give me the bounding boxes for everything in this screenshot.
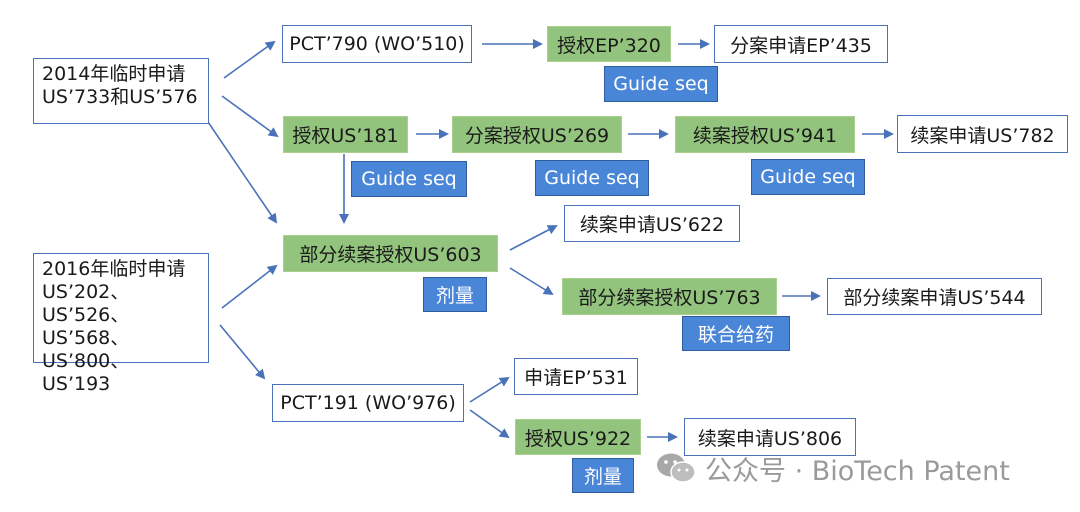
arrow-prov2014-us181 (221, 95, 279, 138)
combo-tag: 联合给药 (682, 316, 790, 351)
arrow-us603-us622 (509, 225, 558, 251)
arrow-prov2016-pct191 (219, 324, 266, 380)
guide-seq-tag-1: Guide seq (604, 66, 718, 102)
provisional-2014-box: 2014年临时申请 US’733和US’576 (33, 58, 209, 124)
arrow-prov2014-pct790 (223, 40, 276, 79)
arrow-pct191-ep531 (469, 376, 510, 403)
us922-box: 授权US’922 (515, 419, 641, 455)
watermark: 公众号 · BioTech Patent (655, 448, 1055, 488)
provisional-2016-line4: US’193 (42, 373, 111, 395)
us782-box: 续案申请US’782 (897, 115, 1068, 153)
dosage-tag-2: 剂量 (572, 458, 634, 493)
arrow-prov2014-us603 (207, 121, 278, 224)
guide-seq-tag-3: Guide seq (535, 160, 649, 196)
us763-box: 部分续案授权US’763 (562, 278, 777, 315)
provisional-2016-line3: US’568、US’800、 (42, 327, 130, 372)
pct191-box: PCT’191 (WO’976) (272, 384, 464, 422)
ep531-box: 申请EP’531 (514, 358, 638, 395)
provisional-2016-line1: 2016年临时申请 (42, 258, 186, 280)
ep435-box: 分案申请EP’435 (714, 25, 888, 63)
wechat-icon (657, 453, 696, 483)
arrow-prov2016-us603 (221, 264, 278, 309)
us603-box: 部分续案授权US’603 (283, 235, 498, 272)
us544-box: 部分续案申请US’544 (827, 278, 1042, 315)
dosage-tag-1: 剂量 (423, 277, 487, 312)
us181-box: 授权US’181 (283, 116, 408, 153)
us806-box: 续案申请US’806 (684, 418, 856, 456)
us622-box: 续案申请US’622 (564, 205, 740, 242)
provisional-2016-box: 2016年临时申请 US’202、US’526、 US’568、US’800、 … (33, 253, 209, 395)
pct790-box: PCT’790 (WO’510) (282, 25, 472, 63)
ep320-box: 授权EP’320 (547, 26, 671, 62)
provisional-2014-line1: 2014年临时申请 (42, 63, 186, 85)
arrow-pct191-us922 (469, 409, 510, 439)
guide-seq-tag-2: Guide seq (351, 161, 467, 197)
us941-box: 续案授权US’941 (675, 116, 855, 153)
provisional-2016-line2: US’202、US’526、 (42, 281, 130, 326)
guide-seq-tag-4: Guide seq (751, 159, 865, 195)
watermark-text: 公众号 · BioTech Patent (705, 455, 1010, 487)
provisional-2014-line2: US’733和US’576 (42, 86, 198, 108)
arrow-us603-us763 (509, 267, 554, 296)
us269-box: 分案授权US’269 (452, 116, 622, 153)
